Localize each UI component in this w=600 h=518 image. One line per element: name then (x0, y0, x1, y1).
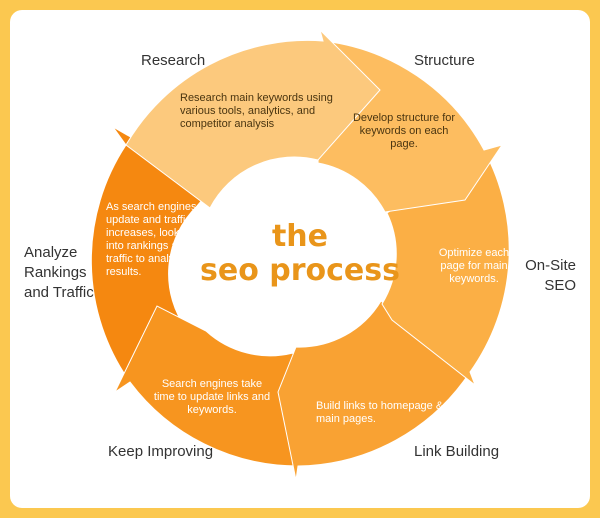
label-structure: Structure (414, 52, 475, 69)
text-link-building: Build links to homepage & main pages. (316, 400, 444, 425)
text-research: Research main keywords using various too… (180, 92, 333, 130)
label-keep-improving: Keep Improving (108, 443, 214, 460)
segment-research (125, 28, 381, 209)
label-research: Research (141, 52, 206, 69)
text-onsite: Optimize each page for main keywords. (438, 247, 510, 285)
diagram-title: the seo process (190, 220, 410, 288)
segment-onsite (381, 149, 510, 387)
label-onsite-seo: On-Site SEO (525, 257, 576, 294)
text-keep-improving: Search engines take time to update links… (153, 378, 271, 416)
text-structure: Develop structure for keywords on each p… (352, 112, 456, 150)
label-analyze: Analyze Rankings and Traffic (24, 244, 94, 301)
title-line-1: the (271, 219, 329, 254)
center-hole (212, 167, 388, 343)
segment-keep-improving (113, 305, 299, 467)
segment-link-building (277, 300, 471, 481)
title-line-2: seo process (200, 253, 400, 288)
label-link-building: Link Building (414, 443, 500, 460)
text-analyze: As search engines update and traffic inc… (106, 201, 197, 278)
